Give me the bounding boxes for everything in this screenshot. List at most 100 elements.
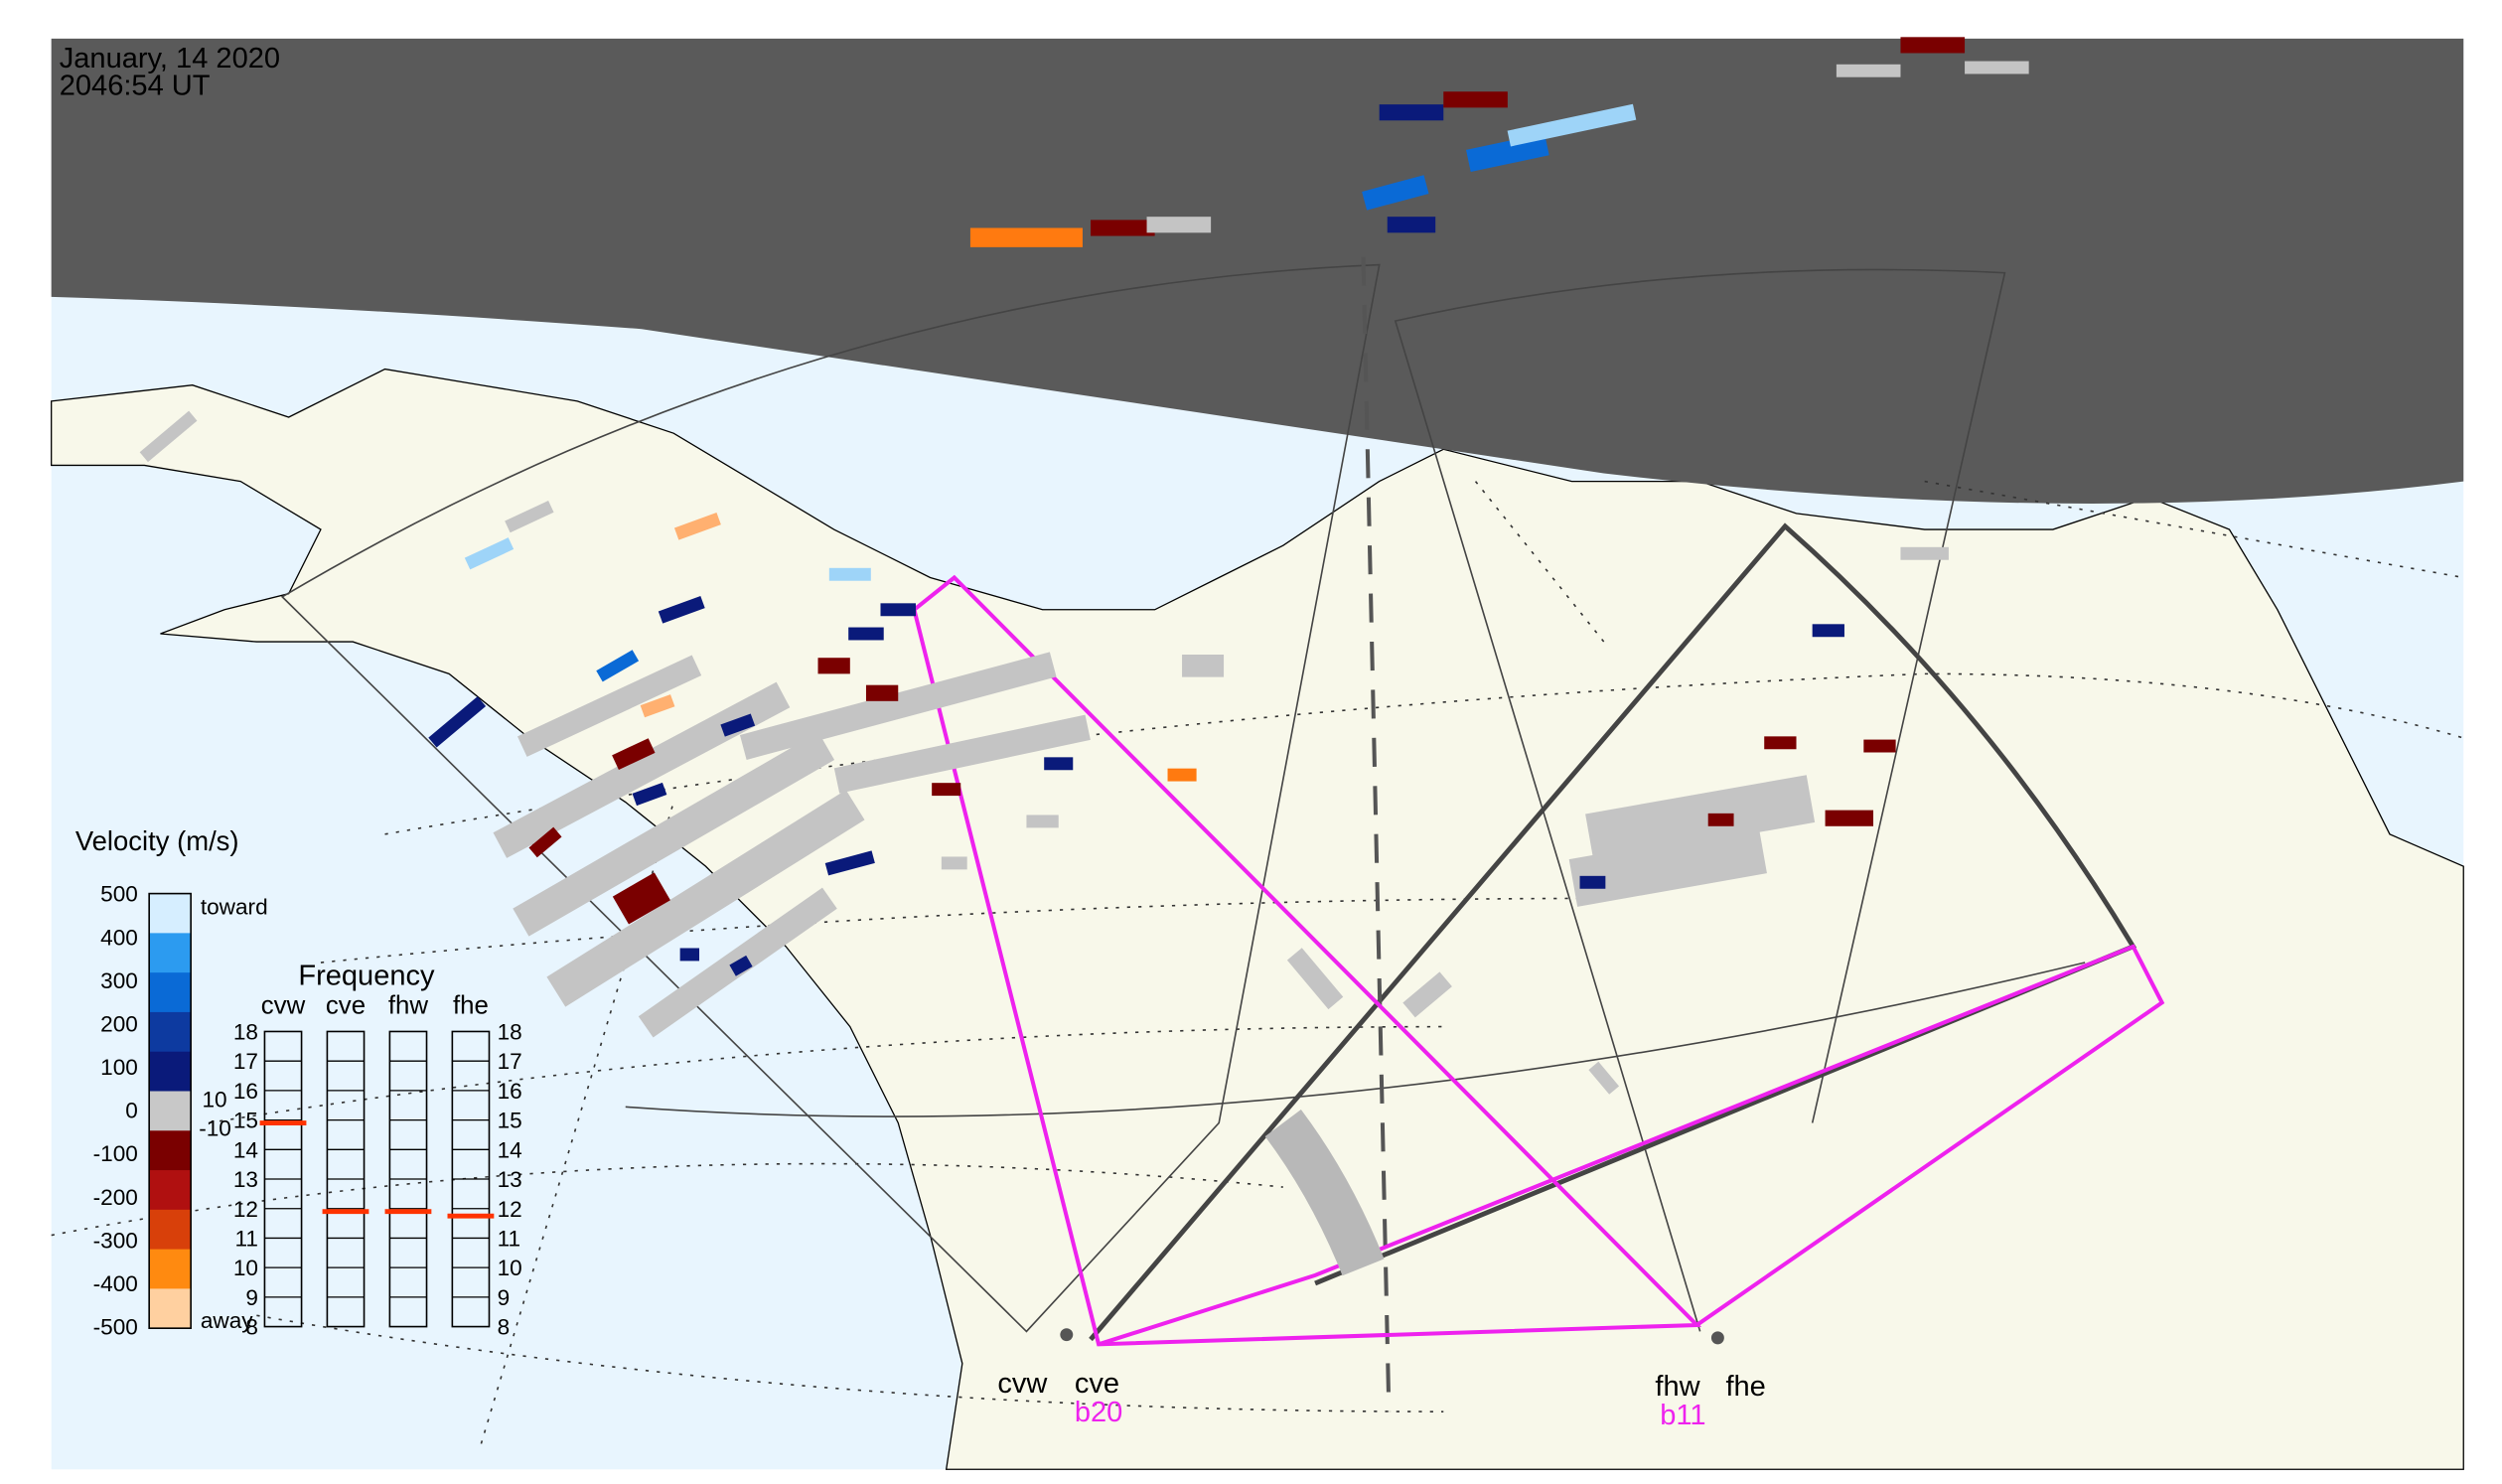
site-label-cvw: cvw <box>997 1368 1048 1400</box>
frequency-tick-right: 16 <box>498 1079 522 1104</box>
scatter-cell <box>817 658 850 674</box>
colorbar-segment <box>149 972 192 1013</box>
scatter-cell <box>1900 546 1949 560</box>
scatter-cell <box>513 732 835 937</box>
colorbar-segment <box>149 933 192 973</box>
scatter-cell <box>824 850 875 876</box>
scatter-cell <box>1585 775 1816 862</box>
colorbar-segment <box>149 1011 192 1053</box>
frequency-tick-left: 11 <box>235 1227 258 1252</box>
scatter-cells <box>139 37 2029 1276</box>
scatter-cell <box>1825 810 1874 826</box>
frequency-radar-label: cvw <box>261 992 306 1020</box>
velocity-tick: -400 <box>93 1271 138 1296</box>
ground-scatter-arc <box>1264 1109 1385 1276</box>
velocity-legend-title: Velocity (m/s) <box>75 825 239 856</box>
colorbar-segment <box>149 893 192 935</box>
radar-site-fhw-fhe[interactable] <box>1710 1331 1724 1345</box>
colorbar-segment <box>149 1249 192 1290</box>
site-label-fhw: fhw <box>1655 1371 1700 1403</box>
scatter-cell <box>865 684 899 701</box>
colorbar-segment <box>149 1170 192 1211</box>
scatter-cell <box>969 227 1083 247</box>
beam-label-b20: b20 <box>1075 1397 1122 1428</box>
scatter-cell <box>720 713 756 737</box>
velocity-tick: 100 <box>100 1055 138 1080</box>
frequency-title: Frequency <box>298 961 435 992</box>
velocity-tick: -100 <box>93 1141 138 1166</box>
colorbar-segment <box>149 1130 192 1171</box>
velocity-tick: 400 <box>100 925 138 950</box>
frequency-tick-left: 9 <box>245 1285 258 1310</box>
scatter-cell <box>612 872 670 925</box>
scatter-cell <box>1836 64 1901 77</box>
scatter-cell <box>1091 220 1155 236</box>
scatter-cell <box>932 783 961 797</box>
scatter-cell <box>1044 757 1074 771</box>
scatter-cell <box>546 790 865 1007</box>
frequency-tick-right: 13 <box>498 1167 522 1192</box>
frequency-radar-label: cve <box>326 992 366 1020</box>
scatter-cell <box>1900 37 1966 54</box>
frequency-tick-left: 16 <box>233 1079 258 1104</box>
scatter-cell <box>1387 217 1436 233</box>
frequency-tick-left: 10 <box>233 1256 258 1280</box>
scatter-cell <box>880 603 917 617</box>
scatter-cell <box>729 955 753 976</box>
frequency-tick-right: 14 <box>498 1137 522 1162</box>
frequency-tick-right: 18 <box>498 1020 522 1045</box>
scatter-cell <box>1579 875 1606 889</box>
frequency-tick-right: 12 <box>498 1197 522 1222</box>
time-label: 2046:54 UT <box>60 70 211 101</box>
frequency-tick-left: 13 <box>233 1167 258 1192</box>
scatter-cell <box>848 627 884 641</box>
frequency-tick-left: 15 <box>233 1109 258 1133</box>
frequency-radar-label: fhe <box>453 992 489 1020</box>
scatter-cell <box>1707 813 1734 826</box>
frequency-tick-left: 17 <box>233 1049 258 1074</box>
scatter-cell <box>1965 61 2029 74</box>
scatter-cell <box>941 856 967 870</box>
date-label: January, 14 2020 <box>60 43 280 74</box>
scatter-cell <box>1443 91 1508 108</box>
scatter-cell <box>1146 217 1212 233</box>
radar-site-cvw-cve[interactable] <box>1060 1328 1074 1342</box>
colorbar-segment <box>149 1209 192 1251</box>
scatter-cell <box>1507 103 1637 147</box>
highlighted-beams <box>912 574 2165 1347</box>
scatter-cell <box>1402 971 1452 1018</box>
velocity-tick: 300 <box>100 968 138 993</box>
scatter-cell <box>828 567 871 581</box>
scatter-cell <box>1362 175 1429 211</box>
scatter-cell <box>1466 133 1549 173</box>
frequency-tick-right: 8 <box>498 1315 511 1340</box>
velocity-tick: 200 <box>100 1011 138 1036</box>
scatter-cell <box>612 738 656 770</box>
fields-of-view <box>280 263 2086 1333</box>
frequency-bar <box>263 1030 303 1328</box>
scatter-cell <box>464 537 515 570</box>
colorbar-segment <box>149 1091 192 1132</box>
frequency-tick-right: 15 <box>498 1109 522 1133</box>
scatter-cell <box>493 681 791 858</box>
scatter-cell <box>428 696 487 748</box>
scatter-cell <box>1863 739 1896 753</box>
frequency-tick-left: 12 <box>233 1197 258 1222</box>
gs-tick-10: 10 <box>202 1087 226 1112</box>
scatter-cell <box>632 782 667 807</box>
scatter-cell <box>517 655 702 757</box>
velocity-tick: 500 <box>100 882 138 907</box>
frequency-tick-left: 14 <box>233 1137 258 1162</box>
velocity-tick: -200 <box>93 1185 138 1210</box>
scatter-cell <box>1588 1061 1620 1095</box>
scatter-cell <box>505 501 554 533</box>
scatter-cell <box>139 410 198 463</box>
scatter-cell <box>1379 104 1444 121</box>
scatter-cell <box>1812 624 1844 638</box>
frequency-tick-right: 11 <box>498 1227 520 1252</box>
site-label-cve: cve <box>1075 1368 1119 1400</box>
scatter-cell <box>679 948 700 962</box>
scatter-cell <box>1026 815 1059 828</box>
frequency-tick-left: 8 <box>245 1315 258 1340</box>
